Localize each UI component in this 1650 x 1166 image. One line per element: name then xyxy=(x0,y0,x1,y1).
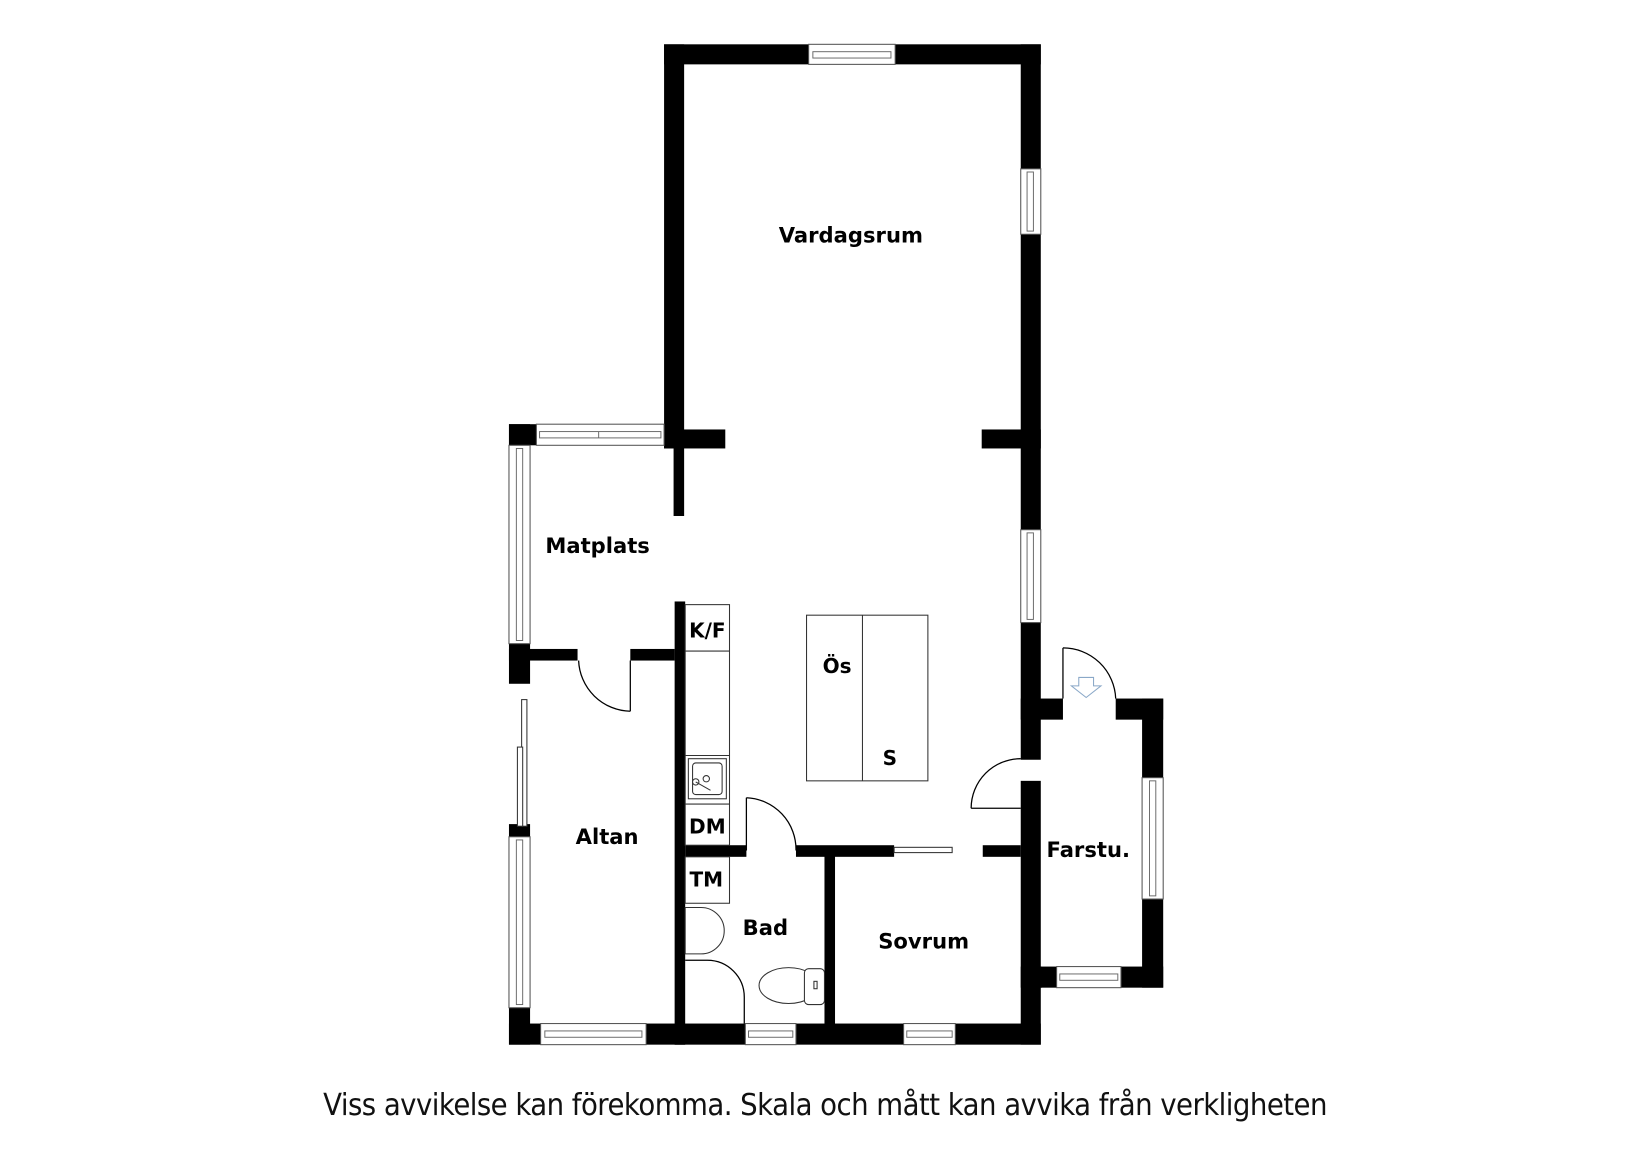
fixture-label-tm: TM xyxy=(689,867,723,891)
disclaimer-caption: Viss avvikelse kan förekomma. Skala och … xyxy=(323,1088,1327,1123)
shower-icon xyxy=(685,959,745,1024)
washbasin-icon xyxy=(684,906,725,955)
walls xyxy=(508,44,1164,1045)
room-label-farstu: Farstu. xyxy=(1047,837,1130,862)
fixture-label-s: S xyxy=(883,746,897,770)
room-label-altan: Altan xyxy=(576,824,639,849)
windows xyxy=(508,43,1164,1046)
kitchen-fixtures xyxy=(684,604,929,1024)
fixture-label-dm: DM xyxy=(689,815,726,839)
room-labels: Vardagsrum Matplats Altan Bad Sovrum Far… xyxy=(545,223,1130,954)
room-label-matplats: Matplats xyxy=(545,533,650,558)
room-label-bad: Bad xyxy=(743,915,788,940)
room-label-sovrum: Sovrum xyxy=(878,929,969,954)
entrance-arrow-icon xyxy=(1069,676,1103,699)
room-label-vardagsrum: Vardagsrum xyxy=(779,223,923,248)
fixture-label-os: Ös xyxy=(823,654,852,678)
sink-icon xyxy=(687,758,727,800)
toilet-icon xyxy=(758,967,826,1006)
fixture-label-kf: K/F xyxy=(689,618,726,642)
doors xyxy=(516,647,1117,854)
